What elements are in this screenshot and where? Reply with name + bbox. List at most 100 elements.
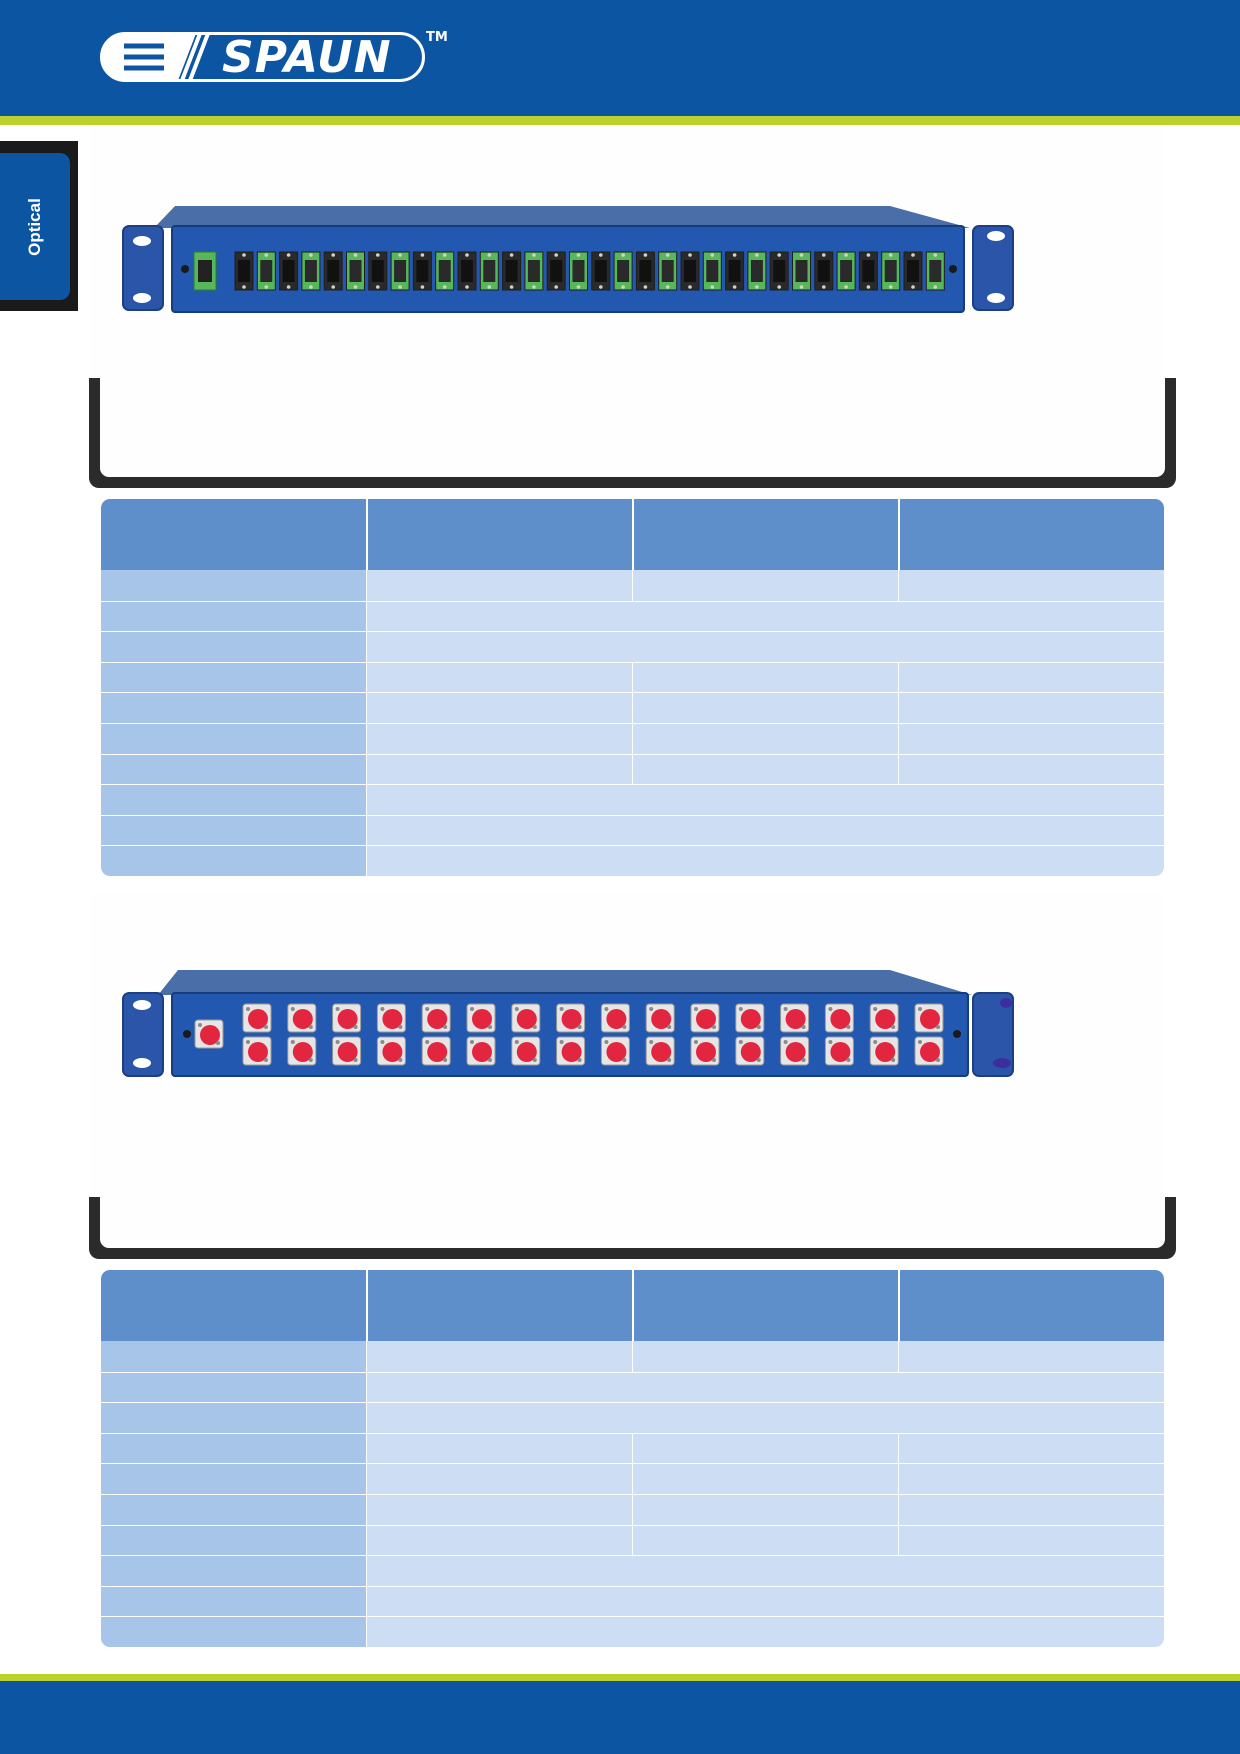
row-divider <box>101 600 1164 602</box>
output-port <box>346 251 365 291</box>
output-port <box>824 1003 854 1033</box>
output-port <box>914 1003 944 1033</box>
value-column-divider <box>898 1432 899 1464</box>
value-column-divider <box>632 723 633 754</box>
output-port <box>390 251 410 291</box>
output-port <box>332 1036 362 1066</box>
rack-splitter-sc-illustration <box>122 206 1014 313</box>
output-port <box>524 251 544 291</box>
value-column-divider <box>632 1432 633 1464</box>
value-column-divider <box>898 1494 899 1525</box>
label-column-divider <box>366 1341 367 1647</box>
row-divider <box>101 1585 1164 1587</box>
output-port <box>769 251 789 291</box>
spec-table-2-header-divider-1 <box>366 1270 368 1341</box>
output-port <box>690 1003 720 1033</box>
logo-emblem <box>100 32 425 82</box>
side-tab-label: Optical <box>25 197 44 256</box>
output-port <box>466 1003 496 1033</box>
value-column-divider <box>632 661 633 693</box>
output-port <box>421 1003 451 1033</box>
output-port <box>836 251 856 291</box>
side-category-tab[interactable]: Optical <box>0 153 70 300</box>
value-column-divider <box>898 1463 899 1494</box>
output-port <box>658 251 678 291</box>
output-port <box>234 251 254 291</box>
output-port <box>466 1036 496 1066</box>
row-divider <box>101 814 1164 816</box>
value-column-divider <box>898 570 899 601</box>
output-port <box>287 1036 317 1066</box>
output-port <box>858 251 878 291</box>
output-port <box>242 1036 272 1066</box>
output-port <box>780 1036 810 1066</box>
output-port <box>435 251 455 291</box>
output-port <box>914 1036 944 1066</box>
row-divider <box>101 784 1164 786</box>
trademark-mark: TM <box>426 30 448 45</box>
output-port <box>421 1036 451 1066</box>
output-port <box>600 1003 630 1033</box>
output-port <box>332 1003 362 1033</box>
output-port <box>323 251 343 291</box>
row-divider <box>101 631 1164 633</box>
output-port <box>814 251 834 291</box>
output-port <box>511 1003 541 1033</box>
row-divider <box>101 1616 1164 1618</box>
output-port <box>479 251 499 291</box>
input-port <box>193 251 217 291</box>
output-port <box>690 1036 720 1066</box>
row-divider <box>101 1402 1164 1404</box>
header-accent-stripe <box>0 116 1240 125</box>
spec-table-1-header-divider-1 <box>366 499 368 570</box>
spec-table-1-header-divider-2 <box>632 499 634 570</box>
output-port <box>869 1003 899 1033</box>
value-column-divider <box>898 723 899 754</box>
value-column-divider <box>632 692 633 723</box>
label-column-divider <box>366 570 367 876</box>
value-column-divider <box>632 1341 633 1372</box>
output-port <box>645 1036 675 1066</box>
output-port <box>511 1036 541 1066</box>
value-column-divider <box>632 570 633 601</box>
output-port <box>457 251 477 291</box>
output-port <box>569 251 588 291</box>
output-port <box>780 1003 810 1033</box>
value-column-divider <box>898 661 899 693</box>
output-port <box>869 1036 899 1066</box>
output-port <box>301 251 321 291</box>
product-card-2-body <box>100 1197 1165 1248</box>
output-port <box>546 251 566 291</box>
output-port <box>925 251 945 291</box>
value-column-divider <box>632 1463 633 1494</box>
product-card-1-body <box>100 378 1165 477</box>
output-port <box>747 251 767 291</box>
output-port <box>881 251 901 291</box>
output-port <box>645 1003 675 1033</box>
output-port <box>725 251 745 291</box>
value-column-divider <box>632 753 633 785</box>
output-port <box>556 1003 586 1033</box>
value-column-divider <box>632 1524 633 1556</box>
rack-splitter-image-2 <box>120 965 1025 1083</box>
row-divider <box>101 1555 1164 1557</box>
spec-table-1 <box>101 499 1164 876</box>
spec-table-1-header-divider-3 <box>898 499 900 570</box>
rack-splitter-fc-illustration <box>122 970 1014 1077</box>
footer-accent-stripe <box>0 1674 1240 1681</box>
value-column-divider <box>898 692 899 723</box>
output-port <box>600 1036 630 1066</box>
spec-table-2-header-divider-2 <box>632 1270 634 1341</box>
rack-splitter-image-1 <box>120 200 1025 318</box>
output-port <box>680 251 700 291</box>
value-column-divider <box>632 1494 633 1525</box>
value-column-divider <box>898 753 899 785</box>
product-card-2-frame <box>89 1197 1176 1259</box>
output-port <box>287 1003 317 1033</box>
page-header: SPAUN TM <box>0 0 1240 116</box>
output-port <box>824 1036 854 1066</box>
output-port <box>279 251 299 291</box>
output-port <box>242 1003 272 1033</box>
output-port <box>702 251 722 291</box>
value-column-divider <box>898 1524 899 1556</box>
